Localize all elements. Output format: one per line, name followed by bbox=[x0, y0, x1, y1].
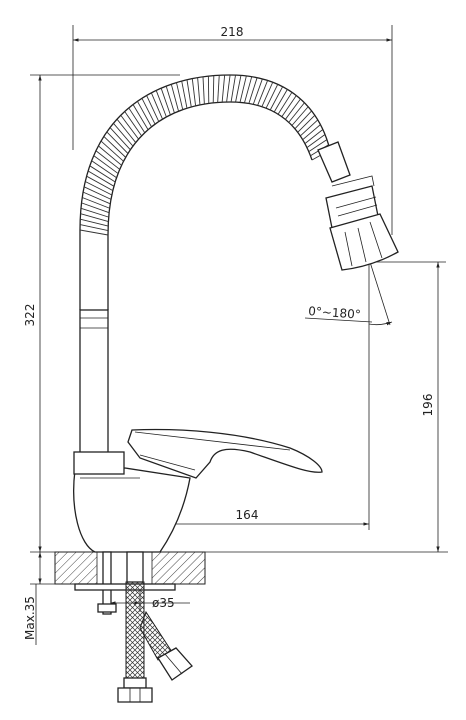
corrugation-ring bbox=[150, 92, 163, 120]
corrugation-ring bbox=[116, 118, 137, 143]
spray-head bbox=[317, 141, 399, 271]
spout-reach-label: 164 bbox=[236, 508, 259, 522]
dimension-outlet-height: 196 bbox=[370, 261, 446, 552]
faucet-body bbox=[73, 309, 191, 553]
dimension-mount-diameter: ø35 bbox=[109, 590, 190, 612]
corrugation-ring bbox=[91, 160, 117, 179]
corrugation-ring bbox=[181, 80, 188, 109]
corrugation-ring bbox=[100, 140, 124, 162]
corrugation-ring bbox=[308, 139, 328, 153]
corrugation-ring bbox=[299, 119, 319, 137]
corrugation-ring bbox=[120, 115, 139, 140]
corrugation-ring bbox=[284, 98, 301, 120]
corrugation-ring bbox=[128, 107, 146, 133]
corrugation-ring bbox=[265, 84, 279, 109]
corrugation-ring bbox=[191, 78, 197, 106]
corrugation-ring bbox=[176, 82, 184, 110]
corrugation-ring bbox=[93, 155, 119, 174]
corrugation-ring bbox=[141, 98, 156, 125]
corrugation-ring bbox=[273, 89, 288, 113]
counter-thickness-label: Max.35 bbox=[23, 596, 37, 640]
countertop bbox=[30, 550, 448, 586]
corrugation-ring bbox=[261, 82, 274, 107]
corrugation-ring bbox=[83, 186, 112, 200]
corrugation-ring bbox=[82, 191, 111, 205]
overall-height-label: 322 bbox=[23, 304, 37, 327]
corrugation-ring bbox=[86, 175, 114, 192]
corrugation-ring bbox=[226, 74, 231, 103]
flexible-spout bbox=[79, 74, 331, 310]
outlet-height-label: 196 bbox=[421, 394, 435, 417]
dimension-counter-thickness: Max.35 bbox=[23, 552, 42, 645]
corrugation-ring bbox=[160, 88, 171, 116]
corrugation-ring bbox=[212, 75, 215, 103]
corrugation-ring bbox=[252, 78, 263, 105]
corrugation-ring bbox=[103, 136, 127, 158]
mounting-stud bbox=[74, 551, 176, 615]
corrugation-ring bbox=[239, 75, 247, 103]
dimension-overall-width: 218 bbox=[72, 25, 393, 235]
corrugation-ring bbox=[98, 145, 122, 166]
corrugation-ring bbox=[244, 76, 253, 103]
dimension-swivel-angle: 0°~180° bbox=[304, 261, 393, 326]
corrugation-ring bbox=[165, 85, 175, 114]
corrugation-ring bbox=[281, 95, 297, 117]
corrugation-ring bbox=[146, 95, 160, 122]
corrugation-ring bbox=[80, 207, 109, 218]
corrugation-ring bbox=[304, 129, 324, 144]
corrugation-ring bbox=[124, 111, 142, 137]
corrugation-ring bbox=[197, 77, 201, 105]
corrugation-ring bbox=[132, 104, 149, 130]
corrugation-ring bbox=[230, 75, 236, 103]
corrugation-ring bbox=[291, 106, 309, 126]
corrugation-ring bbox=[85, 181, 113, 196]
corrugation-ring bbox=[79, 229, 109, 236]
corrugation-ring bbox=[221, 75, 226, 103]
corrugation-ring bbox=[137, 101, 152, 128]
corrugation-ring bbox=[87, 170, 115, 187]
corrugation-ring bbox=[80, 213, 109, 223]
corrugation-ring bbox=[95, 150, 121, 170]
corrugation-ring bbox=[109, 127, 131, 151]
mount-diameter-label: ø35 bbox=[152, 596, 175, 610]
corrugation-ring bbox=[217, 75, 220, 103]
corrugation-ring bbox=[81, 202, 110, 214]
corrugation-ring bbox=[297, 115, 316, 133]
supply-hoses bbox=[117, 581, 193, 703]
corrugation-ring bbox=[186, 79, 192, 108]
corrugation-ring bbox=[294, 110, 312, 130]
corrugation-ring bbox=[277, 92, 293, 115]
lever-handle bbox=[127, 428, 323, 479]
swivel-angle-label: 0°~180° bbox=[308, 304, 361, 322]
corrugation-ring bbox=[82, 197, 110, 209]
corrugation-ring bbox=[257, 80, 269, 106]
corrugation-ring bbox=[170, 84, 179, 112]
corrugation-ring bbox=[302, 124, 321, 141]
corrugation-ring bbox=[288, 102, 305, 123]
corrugation-ring bbox=[306, 134, 326, 148]
overall-width-label: 218 bbox=[221, 25, 244, 39]
corrugation-ring bbox=[106, 131, 129, 154]
corrugation-ring bbox=[89, 165, 116, 183]
corrugation-ring bbox=[202, 76, 205, 105]
corrugation-ring bbox=[248, 77, 258, 104]
corrugation-ring bbox=[80, 218, 109, 227]
spout-corrugations bbox=[79, 74, 331, 236]
corrugation-ring bbox=[79, 224, 109, 231]
corrugation-ring bbox=[235, 75, 242, 103]
corrugation-ring bbox=[269, 86, 284, 111]
corrugation-ring bbox=[155, 90, 167, 118]
corrugation-ring bbox=[113, 122, 134, 147]
dimension-overall-height: 322 bbox=[23, 74, 180, 552]
